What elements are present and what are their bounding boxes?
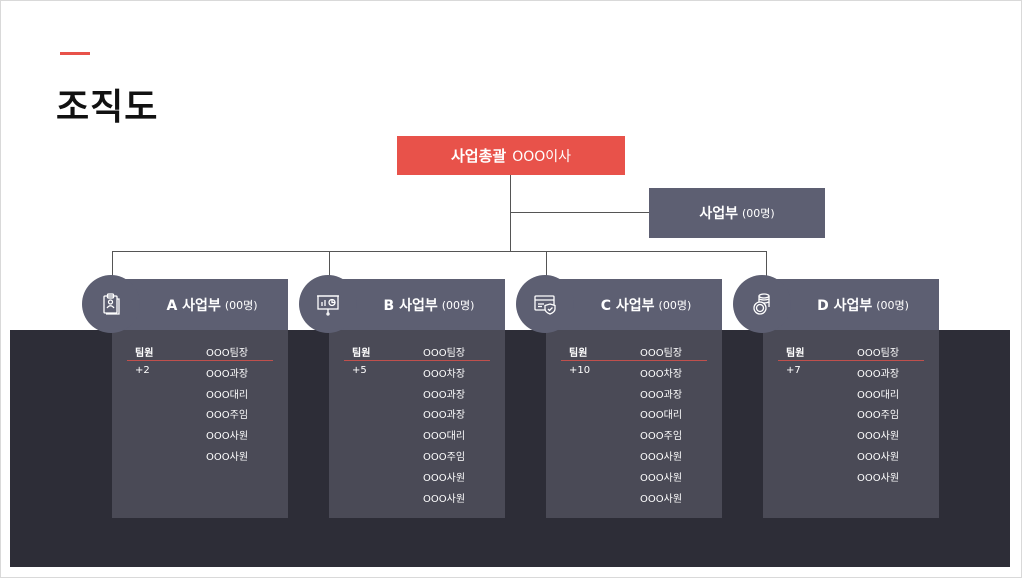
team-member: OOO주임 xyxy=(640,431,683,442)
division-header-b: B 사업부 (00명) xyxy=(329,279,505,330)
division-icon-circle-c xyxy=(516,275,574,333)
team-table-header: 팀원 OOO팀장 xyxy=(561,344,707,361)
team-member: OOO사원 xyxy=(423,494,466,505)
team-member: OOO대리 xyxy=(423,431,466,442)
connector-to-side-box xyxy=(510,212,649,213)
team-member: OOO사원 xyxy=(640,494,683,505)
team-member: OOO대리 xyxy=(640,410,683,421)
team-label: 팀원 xyxy=(352,348,371,359)
team-head: OOO팀장 xyxy=(206,348,249,359)
team-table-header: 팀원 OOO팀장 xyxy=(344,344,490,361)
presentation-chart-icon xyxy=(317,295,339,316)
team-member: OOO사원 xyxy=(206,431,249,442)
team-member: OOO사원 xyxy=(640,452,683,463)
side-box-count: (00명) xyxy=(741,207,775,220)
division-count: (00명) xyxy=(658,298,692,312)
team-member: OOO사원 xyxy=(857,473,900,484)
secure-card-icon xyxy=(534,295,556,315)
team-member: OOO차장 xyxy=(640,369,683,380)
team-label: 팀원 xyxy=(569,348,588,359)
top-box-sub: OOO이사 xyxy=(512,148,572,165)
division-icon-circle-a xyxy=(82,275,140,333)
connector-drop-b xyxy=(329,251,330,279)
division-count: (00명) xyxy=(441,298,475,312)
side-box-label: 사업부 xyxy=(699,206,738,222)
connector-vertical-main xyxy=(510,175,511,251)
title-accent-line xyxy=(60,52,90,55)
team-member: OOO과장 xyxy=(423,390,466,401)
team-head: OOO팀장 xyxy=(857,348,900,359)
page-title: 조직도 xyxy=(56,87,159,128)
team-extra-count: +10 xyxy=(569,365,591,376)
division-body-c xyxy=(546,330,722,518)
team-member: OOO주임 xyxy=(423,452,466,463)
team-member: OOO과장 xyxy=(857,369,900,380)
division-icon-circle-d xyxy=(733,275,791,333)
team-member: OOO사원 xyxy=(206,452,249,463)
division-name: C 사업부 xyxy=(600,297,655,314)
team-member: OOO대리 xyxy=(857,390,900,401)
division-name: A 사업부 xyxy=(166,297,221,314)
division-body-a xyxy=(112,330,288,518)
top-box: 사업총괄 OOO이사 xyxy=(397,136,625,175)
team-member: OOO차장 xyxy=(423,369,466,380)
team-member: OOO사원 xyxy=(857,431,900,442)
division-name: B 사업부 xyxy=(383,297,438,314)
team-member: OOO사원 xyxy=(640,473,683,484)
top-box-label: 사업총괄 xyxy=(450,147,507,165)
team-member: OOO과장 xyxy=(640,390,683,401)
team-extra-count: +7 xyxy=(786,365,801,376)
team-member: OOO사원 xyxy=(423,473,466,484)
division-body-d xyxy=(763,330,939,518)
connector-drop-d xyxy=(766,251,767,279)
clipboard-icon xyxy=(103,293,120,315)
team-label: 팀원 xyxy=(135,348,154,359)
division-header-d: D 사업부 (00명) xyxy=(763,279,939,330)
team-extra-count: +5 xyxy=(352,365,367,376)
team-member: OOO과장 xyxy=(206,369,249,380)
team-member: OOO주임 xyxy=(857,410,900,421)
team-head: OOO팀장 xyxy=(423,348,466,359)
division-header-c: C 사업부 (00명) xyxy=(546,279,722,330)
team-head: OOO팀장 xyxy=(640,348,683,359)
connector-drop-c xyxy=(546,251,547,279)
team-member: OOO주임 xyxy=(206,410,249,421)
division-count: (00명) xyxy=(224,298,258,312)
connector-horizontal xyxy=(112,251,767,252)
side-box: 사업부 (00명) xyxy=(649,188,825,238)
team-member: OOO과장 xyxy=(423,410,466,421)
team-extra-count: +2 xyxy=(135,365,150,376)
team-member: OOO사원 xyxy=(857,452,900,463)
team-table-header: 팀원 OOO팀장 xyxy=(127,344,273,361)
division-header-a: A 사업부 (00명) xyxy=(112,279,288,330)
team-table-header: 팀원 OOO팀장 xyxy=(778,344,924,361)
division-count: (00명) xyxy=(876,298,909,312)
team-member: OOO대리 xyxy=(206,390,249,401)
coins-icon xyxy=(753,293,770,315)
connector-drop-a xyxy=(112,251,113,279)
division-icon-circle-b xyxy=(299,275,357,333)
division-body-b xyxy=(329,330,505,518)
team-label: 팀원 xyxy=(786,348,805,359)
division-name: D 사업부 xyxy=(817,297,873,314)
